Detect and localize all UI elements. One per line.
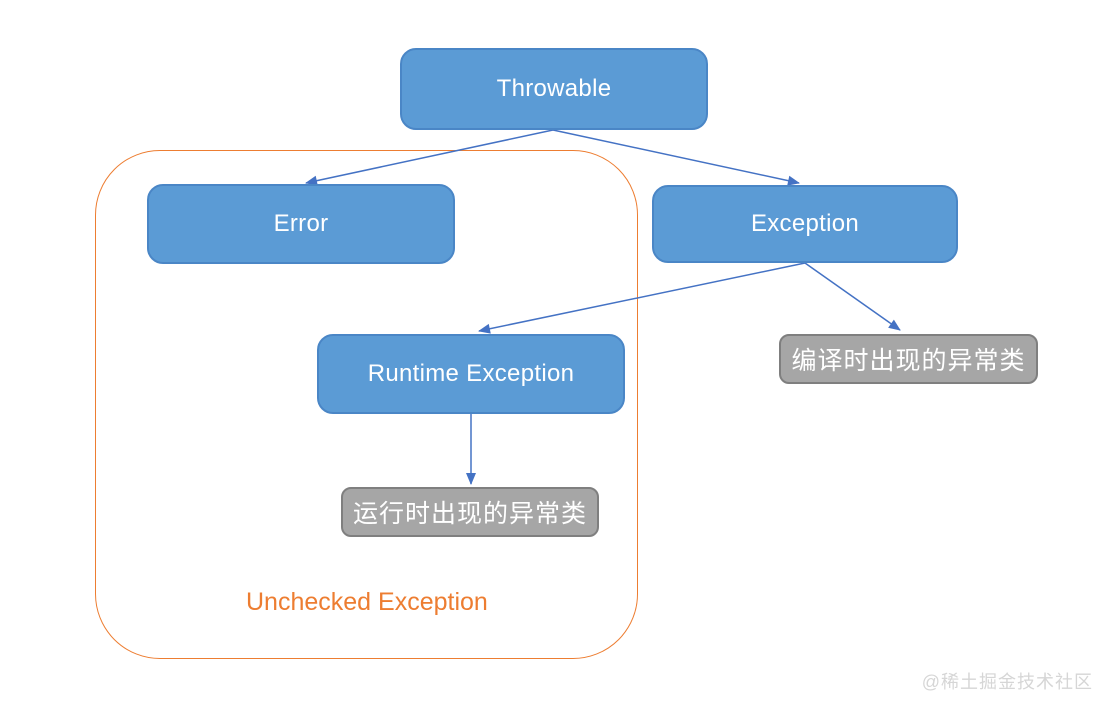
node-runtime-exception-note: 运行时出现的异常类: [341, 487, 599, 537]
node-runtime-exception-note-label: 运行时出现的异常类: [352, 500, 587, 528]
edge-exception-compile-note: [804, 262, 901, 331]
node-runtime-exception-label: Runtime Exception: [367, 360, 575, 387]
node-compile-time-exception-note: 编译时出现的异常类: [779, 334, 1038, 384]
watermark-text: @稀土掘金技术社区: [921, 672, 1093, 692]
node-exception-label: Exception: [750, 210, 860, 237]
unchecked-exception-group-label: Unchecked Exception: [246, 588, 488, 616]
node-error: Error: [147, 184, 455, 264]
node-runtime-exception: Runtime Exception: [317, 334, 625, 414]
node-throwable: Throwable: [400, 48, 708, 130]
node-exception: Exception: [652, 185, 958, 263]
node-error-label: Error: [273, 210, 329, 237]
node-compile-time-exception-note-label: 编译时出现的异常类: [791, 347, 1026, 375]
node-throwable-label: Throwable: [496, 75, 612, 102]
